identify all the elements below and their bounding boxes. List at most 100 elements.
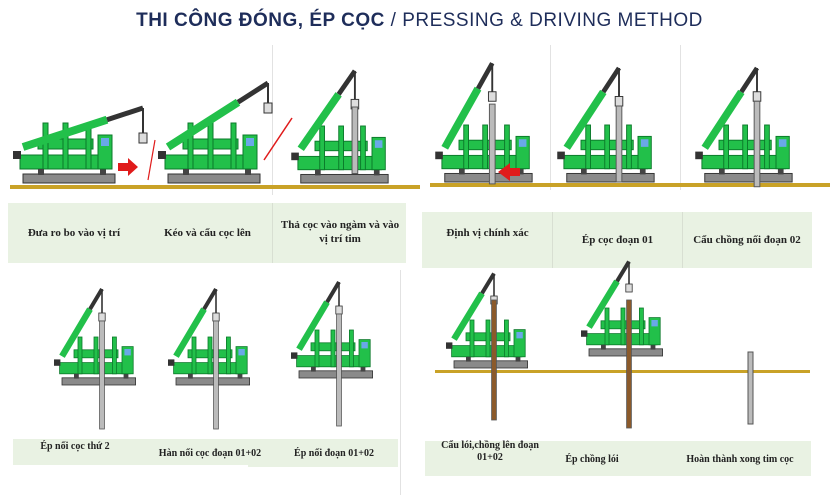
crane-boom-tip: [739, 66, 759, 94]
frame-post: [485, 319, 491, 358]
crane-boom: [59, 307, 93, 358]
pointer-arrow: [147, 139, 156, 181]
ground-line: [435, 370, 810, 373]
track-foot: [188, 373, 193, 379]
ground-line: [430, 183, 830, 187]
cabin-window: [651, 320, 658, 327]
pile: [488, 103, 496, 185]
track-foot: [466, 356, 471, 362]
cabin-window: [246, 138, 254, 146]
frame-post: [764, 124, 770, 170]
crane-boom-tip: [236, 80, 270, 105]
track-foot: [183, 169, 189, 175]
track-foot: [74, 373, 79, 379]
pile-driving-rig: [291, 280, 374, 427]
pile-driving-rig: [13, 105, 148, 184]
cabin-window: [101, 138, 109, 146]
frame-post: [62, 122, 69, 170]
crane-boom-tip: [106, 105, 144, 123]
base-platform: [704, 172, 793, 183]
cabin-window: [361, 342, 368, 349]
pile-driving-rig: [435, 62, 533, 185]
crane-boom: [451, 291, 485, 341]
pile: [753, 100, 761, 188]
pointer-arrow: [263, 117, 293, 161]
divider: [272, 203, 273, 263]
track-foot: [601, 344, 606, 350]
move-arrow: [118, 158, 138, 176]
rear-hitch: [54, 359, 61, 366]
crane-boom-tip: [336, 69, 357, 96]
track-foot: [515, 356, 521, 362]
pile-driving-rig: [581, 260, 664, 429]
track-foot: [100, 169, 106, 175]
track-foot: [777, 168, 784, 175]
hammer-head: [752, 91, 762, 102]
cabin: [648, 317, 661, 346]
base-platform: [298, 370, 374, 379]
crane-boom: [441, 86, 482, 150]
crane-boom-tip: [480, 272, 496, 295]
hammer-head: [625, 283, 633, 293]
label-panel-top-left: [8, 203, 406, 263]
divider: [550, 45, 551, 190]
base-platform: [588, 348, 664, 357]
cabin-window: [516, 332, 523, 339]
hammer-head: [263, 102, 273, 114]
pile-driving-rig: [557, 66, 655, 183]
base-platform: [175, 377, 251, 386]
frame-post: [226, 336, 231, 375]
track-foot: [245, 169, 251, 175]
step-label: Cẩu lói,chồng lên đoạn 01+02: [441, 440, 539, 463]
title-separator: /: [384, 10, 403, 31]
step-label: Thả cọc vào ngàm và vào vị trí tim: [280, 219, 400, 245]
crane-boom: [173, 307, 207, 358]
track-foot: [38, 169, 44, 175]
pile-driving-rig: [168, 287, 251, 430]
track-foot: [650, 344, 656, 350]
step-label: Ép nối đoạn 01+02: [294, 448, 374, 459]
rear-hitch: [291, 152, 299, 161]
step-label: Kéo và cẩu cọc lên: [164, 227, 251, 239]
frame-post: [319, 125, 325, 171]
cabin-window: [238, 349, 245, 356]
pile: [626, 299, 632, 429]
track-foot: [517, 168, 524, 175]
frame-post: [112, 336, 117, 375]
step-label: Hàn nối cọc đoạn 01+02: [158, 448, 262, 459]
frame-post: [742, 124, 748, 170]
track-foot: [581, 168, 587, 175]
cabin-window: [640, 139, 649, 147]
base-platform: [61, 377, 137, 386]
cabin-window: [778, 139, 787, 147]
crane-boom-tip: [325, 280, 341, 304]
pile: [99, 320, 105, 430]
frame-post: [723, 124, 729, 170]
cabin-window: [374, 140, 383, 148]
step-label: Hoàn thành xong tim cọc: [686, 454, 794, 465]
pile: [615, 105, 623, 183]
frame-post: [330, 329, 336, 368]
step-label: Ép nối cọc thứ 2: [40, 441, 110, 452]
crane-boom-tip: [88, 287, 104, 311]
move-arrow: [498, 163, 520, 181]
frame-post: [469, 319, 475, 358]
rear-hitch: [168, 359, 175, 366]
frame-post: [504, 319, 509, 358]
crane-boom: [165, 98, 241, 151]
rear-hitch: [446, 342, 453, 349]
ground-line: [10, 185, 420, 189]
base-platform: [167, 173, 261, 184]
frame-post: [604, 307, 610, 346]
frame-post: [314, 329, 320, 368]
step-label: Đưa ro bo vào vị trí: [27, 227, 121, 239]
cabin: [513, 329, 526, 358]
label-panel-bottom-mid: [248, 439, 398, 467]
pile-driving-rig: [54, 287, 137, 430]
crane-boom-tip: [202, 287, 218, 311]
crane-boom-tip: [615, 260, 631, 283]
divider: [400, 270, 401, 495]
pile: [491, 299, 497, 421]
